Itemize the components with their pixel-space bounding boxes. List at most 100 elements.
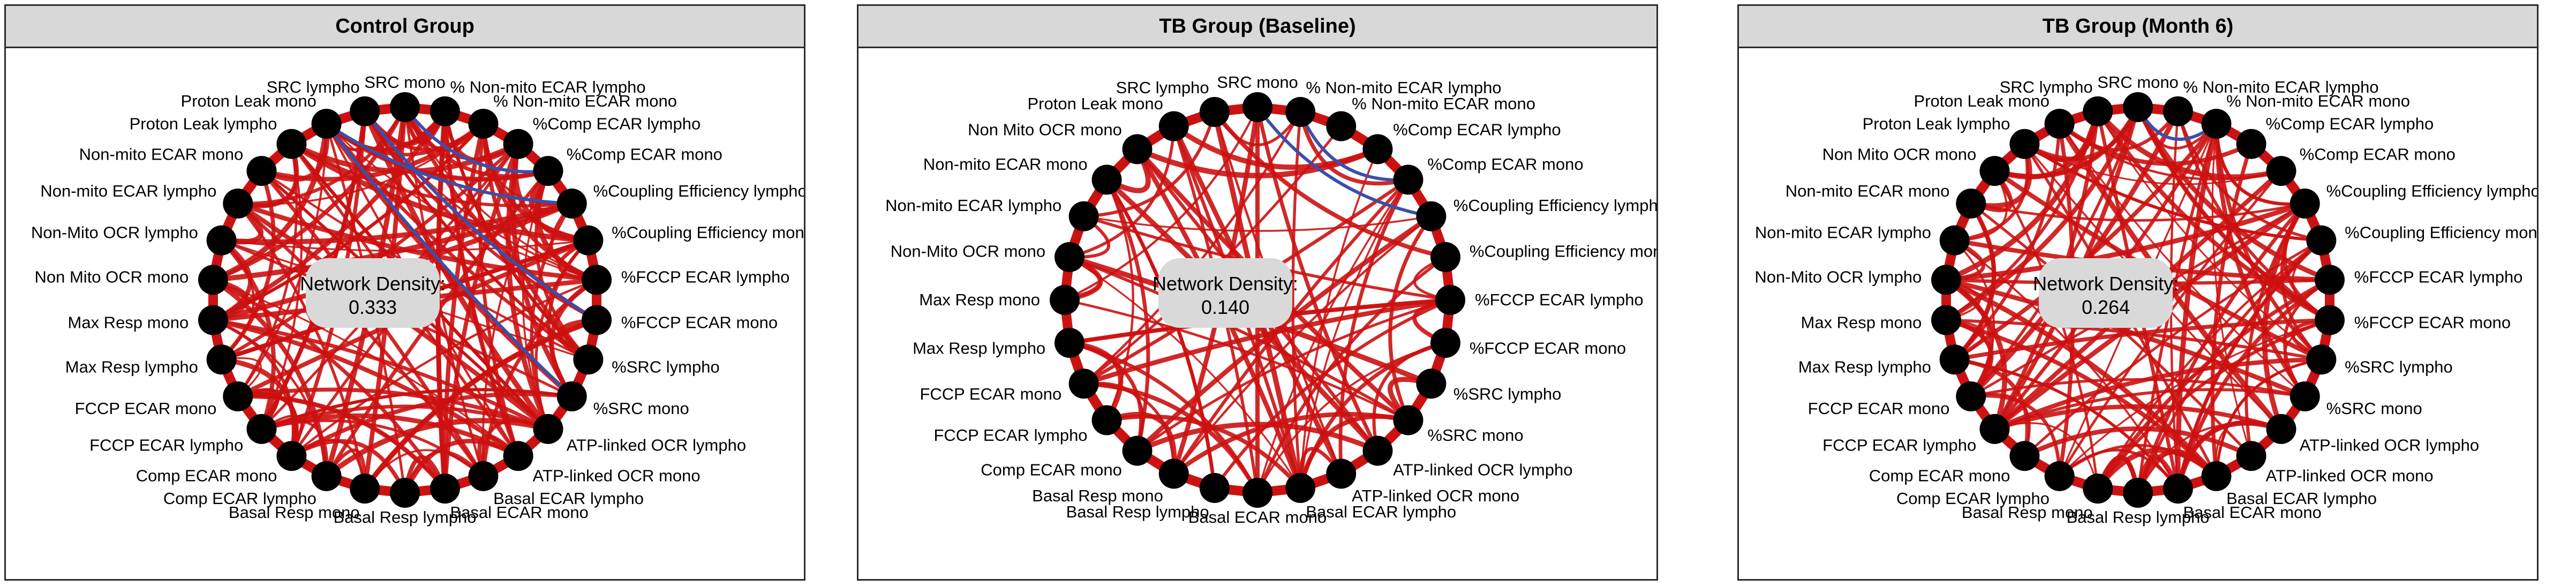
network-node bbox=[1285, 97, 1316, 127]
node-label: FCCP ECAR mono bbox=[920, 385, 1061, 403]
network-node bbox=[1393, 164, 1423, 195]
node-label: Comp ECAR mono bbox=[136, 466, 277, 485]
network-node bbox=[533, 414, 563, 444]
network-edge bbox=[221, 357, 262, 397]
node-label: Basal ECAR mono bbox=[450, 503, 588, 522]
node-label: SRC mono bbox=[364, 73, 446, 92]
network-node bbox=[223, 189, 253, 219]
network-edge bbox=[1069, 341, 1143, 452]
node-label: %Comp ECAR mono bbox=[1427, 155, 1583, 174]
network-edge bbox=[1299, 179, 1409, 489]
node-label: Basal Resp lympho bbox=[333, 508, 476, 527]
network-node bbox=[2266, 414, 2296, 444]
network-edge bbox=[1255, 107, 1380, 452]
network-node bbox=[1956, 189, 1986, 219]
network-node bbox=[223, 381, 253, 411]
network-node bbox=[582, 305, 612, 335]
network-node bbox=[246, 414, 277, 444]
node-label: Proton Leak mono bbox=[181, 92, 317, 110]
node-label: %SRC mono bbox=[2326, 399, 2422, 418]
network-node bbox=[2315, 305, 2345, 335]
network-node bbox=[1091, 164, 1122, 195]
node-label: ATP-linked OCR mono bbox=[533, 466, 701, 485]
density-box bbox=[1158, 258, 1292, 328]
network-edge bbox=[2215, 358, 2322, 477]
network-edge bbox=[2097, 239, 2322, 490]
node-label: Non-mito ECAR mono bbox=[923, 155, 1088, 174]
network-edge bbox=[213, 318, 520, 458]
node-label: Basal Resp lympho bbox=[1066, 502, 1209, 521]
node-label: Max Resp lympho bbox=[65, 357, 198, 376]
network-edge bbox=[325, 123, 590, 361]
node-label: SRC lympho bbox=[1116, 78, 1209, 97]
network-node bbox=[311, 461, 342, 491]
node-label: ATP-linked OCR lympho bbox=[567, 436, 746, 455]
network-node bbox=[468, 109, 499, 139]
node-label: Comp ECAR mono bbox=[981, 460, 1122, 479]
network-node bbox=[350, 474, 380, 504]
network-edge bbox=[213, 201, 573, 283]
network-node bbox=[2266, 156, 2296, 186]
node-label: %SRC lympho bbox=[612, 357, 720, 376]
network-edge bbox=[2176, 239, 2322, 489]
node-label: Non-Mito OCR mono bbox=[891, 242, 1045, 261]
network-node bbox=[2044, 109, 2075, 139]
node-label: %Comp ECAR lympho bbox=[1393, 121, 1561, 139]
node-label: SRC lympho bbox=[2000, 78, 2093, 96]
network-plot: SRC mono% Non-mito ECAR lympho% Non-mito… bbox=[1754, 73, 2537, 527]
node-label: %FCCP ECAR lympho bbox=[621, 268, 790, 287]
panel-title: TB Group (Baseline) bbox=[858, 6, 1656, 48]
density-label: Network Density: bbox=[2033, 273, 2179, 295]
node-label: Non-mito ECAR lympho bbox=[40, 182, 216, 200]
node-label: Non-mito ECAR lympho bbox=[1755, 223, 1931, 242]
network-edge-negative bbox=[1256, 106, 1432, 218]
node-label: Max Resp lympho bbox=[1798, 357, 1931, 376]
node-label: %SRC mono bbox=[593, 399, 689, 418]
network-edge bbox=[1083, 111, 1302, 385]
network-edge bbox=[1338, 178, 1410, 474]
node-label: % Non-mito ECAR lympho bbox=[2183, 78, 2378, 96]
network-node bbox=[1416, 369, 1447, 399]
network-edge bbox=[1256, 342, 1446, 493]
network-node bbox=[1158, 111, 1189, 141]
network-node bbox=[2201, 109, 2232, 139]
node-label: Basal ECAR lympho bbox=[2226, 489, 2377, 508]
network-node bbox=[1199, 97, 1230, 127]
network-edge bbox=[1069, 215, 1111, 259]
network-edge bbox=[212, 277, 329, 477]
network-node bbox=[1931, 305, 1961, 335]
network-edge bbox=[1946, 279, 1981, 321]
node-label: FCCP ECAR lympho bbox=[933, 426, 1087, 445]
node-label: Basal Resp mono bbox=[229, 503, 360, 522]
node-label: % Non-mito ECAR mono bbox=[1352, 94, 1535, 113]
node-label: Comp ECAR mono bbox=[1869, 466, 2010, 485]
network-edge bbox=[1298, 414, 1409, 489]
network-edge bbox=[1945, 106, 2140, 322]
network-edge bbox=[2283, 278, 2331, 397]
node-label: Max Resp lympho bbox=[913, 339, 1045, 357]
network-node bbox=[1939, 344, 1970, 375]
density-label: Network Density: bbox=[1153, 273, 1298, 295]
network-edge bbox=[261, 122, 485, 182]
network-edge-negative bbox=[1299, 111, 1408, 182]
network-edge bbox=[2135, 455, 2180, 493]
node-label: SRC lympho bbox=[267, 78, 360, 96]
network-edge bbox=[534, 170, 589, 242]
network-edge bbox=[1994, 388, 2306, 431]
network-edge-negative bbox=[325, 123, 573, 398]
network-edge bbox=[2175, 123, 2219, 489]
network-node bbox=[1416, 201, 1447, 231]
node-label: %Comp ECAR lympho bbox=[2266, 115, 2434, 133]
network-node bbox=[2236, 441, 2266, 471]
node-label: %FCCP ECAR lympho bbox=[1475, 290, 1644, 309]
network-edge bbox=[1212, 110, 1446, 259]
network-node bbox=[276, 129, 307, 159]
node-label: Basal ECAR mono bbox=[2183, 503, 2321, 522]
network-edge bbox=[1970, 169, 2013, 213]
network-edge bbox=[442, 143, 521, 489]
node-label: %FCCP ECAR mono bbox=[621, 313, 778, 332]
network-node bbox=[1158, 459, 1189, 489]
network-node bbox=[206, 225, 237, 256]
network-edge bbox=[477, 434, 520, 477]
network-node bbox=[1199, 472, 1230, 503]
